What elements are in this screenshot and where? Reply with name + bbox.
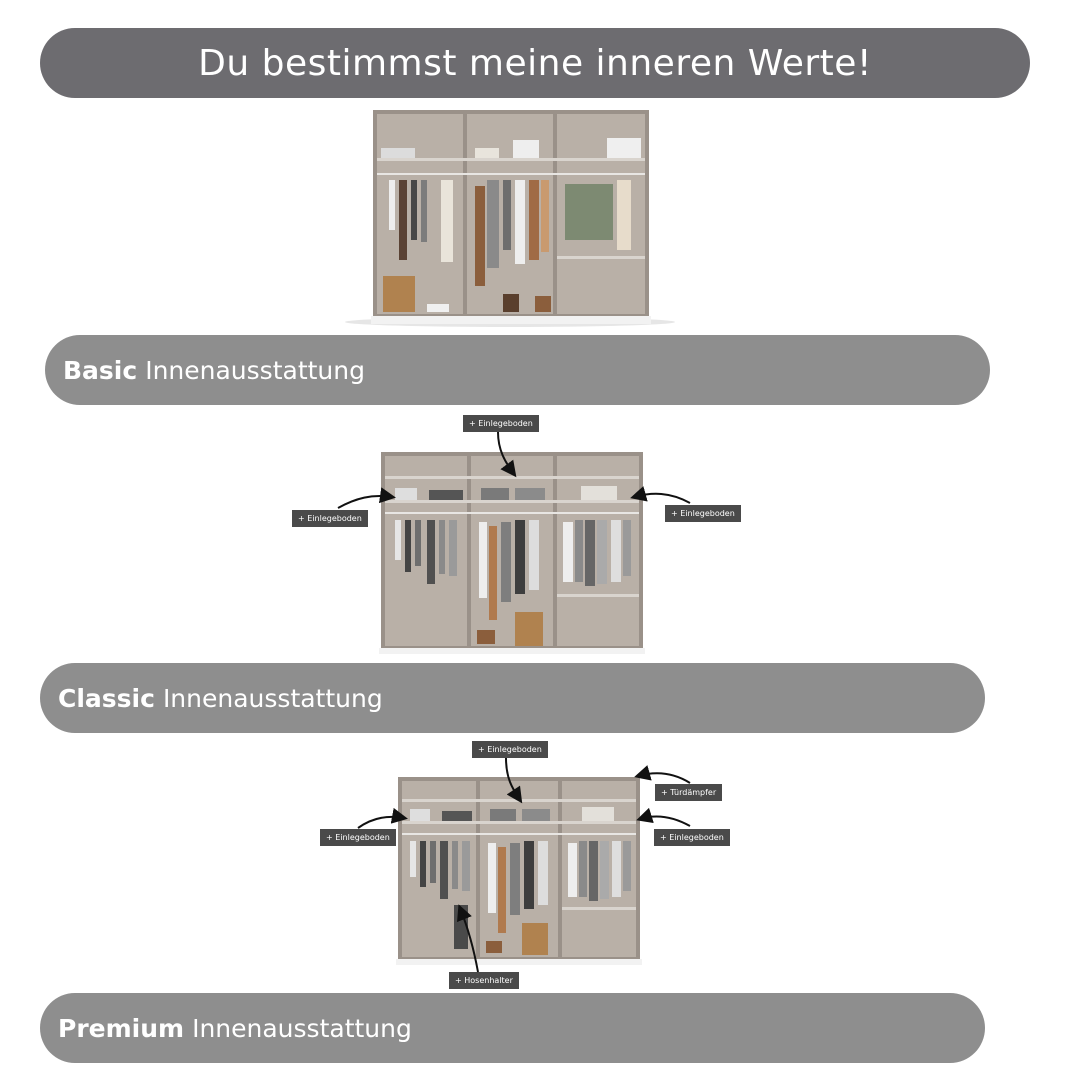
tag-classic-top-shelf: + Einlegeboden — [463, 415, 539, 432]
tag-premium-right-shelf: + Einlegeboden — [654, 829, 730, 846]
tag-classic-left-shelf: + Einlegeboden — [292, 510, 368, 527]
wardrobe-premium-image — [392, 775, 647, 967]
section-title-rest: Innenausstattung — [192, 1013, 412, 1043]
tag-premium-door-damper: + Türdämpfer — [655, 784, 723, 801]
tag-classic-right-shelf: + Einlegeboden — [665, 505, 741, 522]
tag-premium-left-shelf: + Einlegeboden — [320, 829, 396, 846]
section-banner-basic: Basic Innenausstattung — [45, 335, 990, 405]
wardrobe-basic-image — [345, 108, 675, 328]
section-title-bold: Basic — [63, 355, 138, 385]
arrow-premium-right — [636, 807, 691, 827]
section-banner-premium: Premium Innenausstattung — [40, 993, 985, 1063]
section-title-rest: Innenausstattung — [162, 683, 383, 713]
section-title-bold: Classic — [58, 683, 155, 713]
section-title-rest: Innenausstattung — [145, 355, 365, 385]
page-title: Du bestimmst meine inneren Werte! — [40, 28, 1030, 98]
section-banner-classic: Classic Innenausstattung — [40, 663, 985, 733]
wardrobe-classic-image — [375, 450, 650, 658]
section-title-bold: Premium — [58, 1013, 185, 1043]
tag-premium-trouser-holder: + Hosenhalter — [449, 972, 519, 989]
tag-premium-top-shelf: + Einlegeboden — [472, 741, 548, 758]
